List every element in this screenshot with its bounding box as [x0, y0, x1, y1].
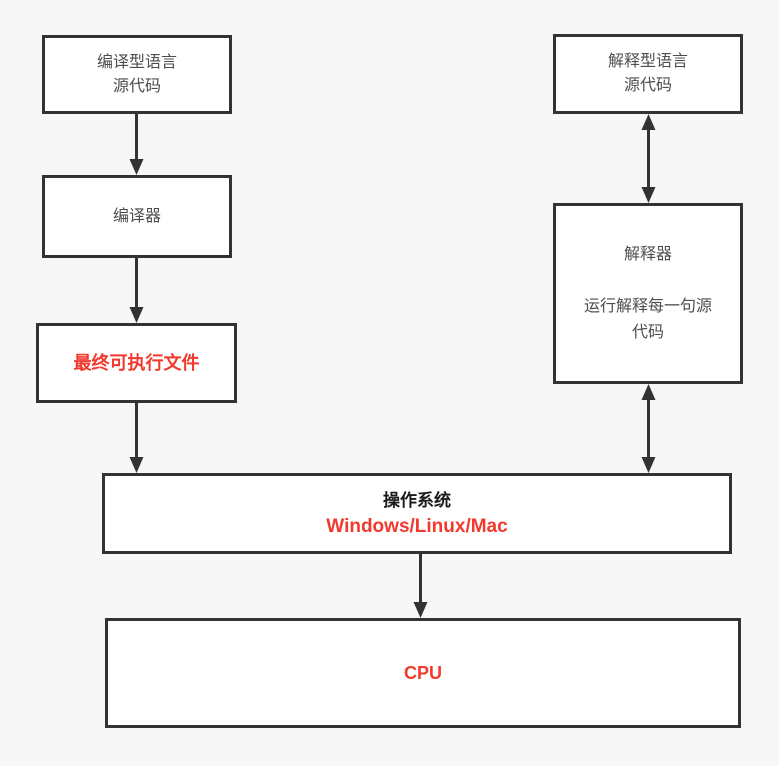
node-interpreted-source-label: 解释型语言 源代码 [607, 53, 688, 94]
node-compiler: 编译器 [42, 175, 232, 258]
node-operating-system: 操作系统 Windows/Linux/Mac [102, 473, 732, 554]
arrow-compiler-to-executable [129, 257, 144, 323]
node-cpu: CPU [105, 618, 741, 728]
node-compiler-label: 编译器 [112, 207, 161, 225]
arrow-os-to-cpu [413, 554, 428, 618]
arrow-compiled-source-to-compiler [129, 114, 144, 175]
node-compiled-source: 编译型语言 源代码 [42, 35, 232, 114]
arrow-interpreted-source-interpreter [641, 114, 656, 203]
arrow-executable-to-os [129, 403, 144, 473]
node-interpreter: 解释器 运行解释每一句源 代码 [553, 203, 743, 384]
node-interpreted-source: 解释型语言 源代码 [553, 34, 743, 114]
node-compiled-source-label: 编译型语言 源代码 [96, 53, 177, 95]
node-executable-file-label: 最终可执行文件 [73, 353, 200, 373]
node-cpu-label: CPU [403, 663, 442, 683]
node-operating-system-title: 操作系统 [383, 490, 451, 510]
arrow-interpreter-os [641, 384, 656, 473]
node-operating-system-subtitle: Windows/Linux/Mac [326, 515, 508, 537]
node-executable-file: 最终可执行文件 [36, 323, 237, 403]
node-interpreter-label: 解释器 运行解释每一句源 代码 [583, 245, 712, 341]
